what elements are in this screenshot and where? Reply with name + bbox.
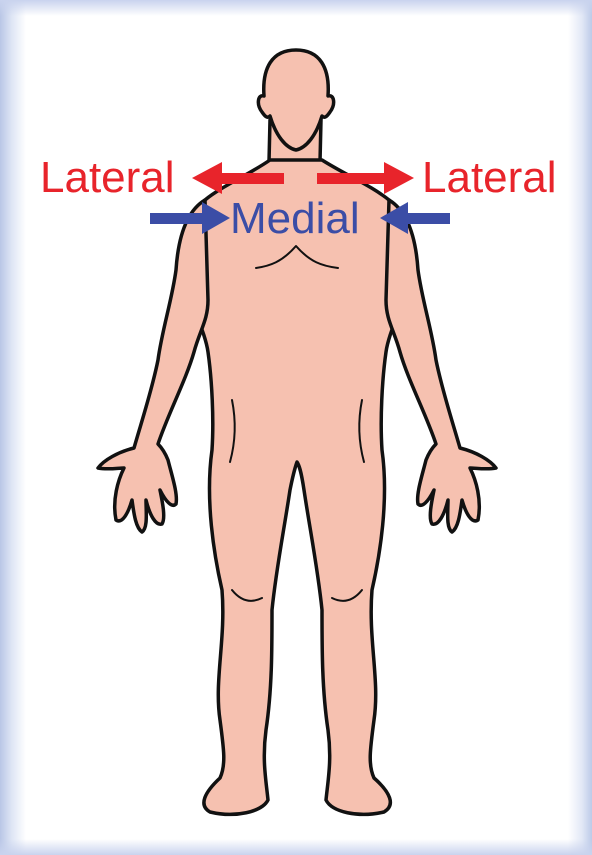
right-arm — [386, 200, 496, 532]
left-arm — [98, 200, 208, 532]
lateral-label-left: Lateral — [40, 153, 175, 202]
torso-and-legs — [180, 160, 414, 814]
lateral-label-right: Lateral — [422, 153, 557, 202]
medial-label: Medial — [230, 194, 360, 243]
